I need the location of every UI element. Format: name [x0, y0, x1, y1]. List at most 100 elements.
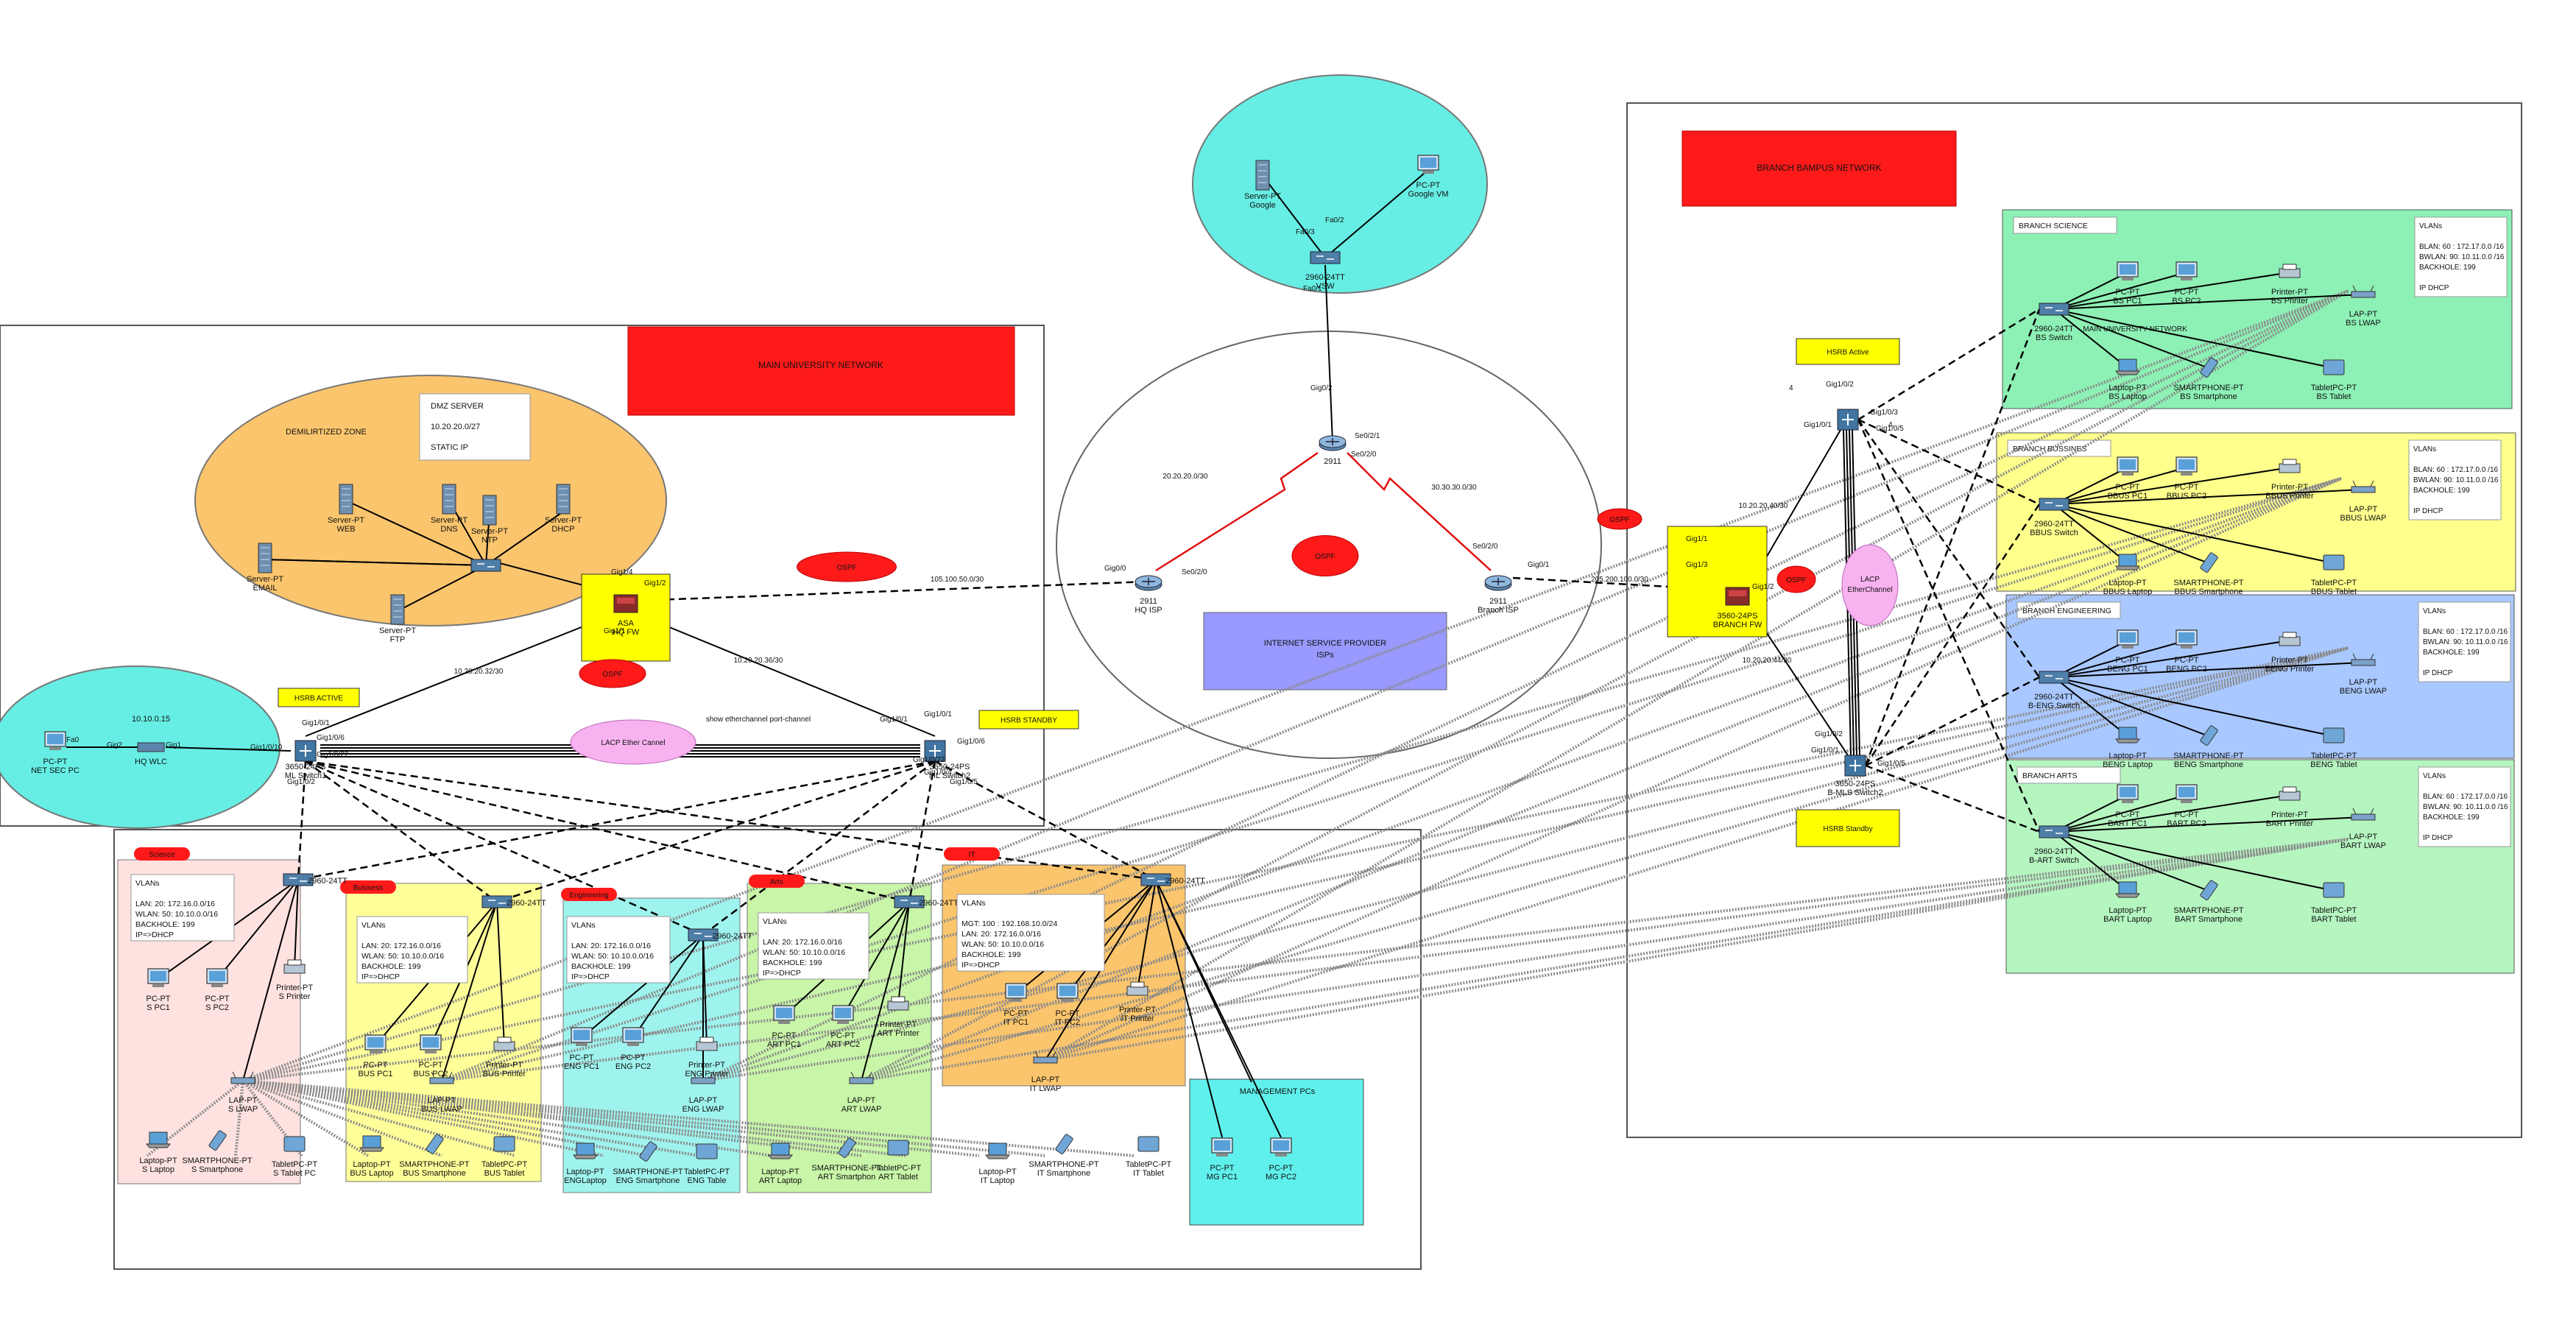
wireless-link — [242, 1079, 604, 1157]
access-switch-business[interactable]: 2960-24TT — [481, 895, 546, 908]
bsw-device-link — [2053, 831, 2128, 891]
bsw-device-link — [2053, 308, 2209, 369]
access-switch-it[interactable]: 2960-24TT — [1140, 873, 1205, 886]
access-switch-engineering[interactable]: 2960-24TT — [688, 928, 752, 942]
access-switch-arts[interactable]: 2960-24TT — [894, 895, 959, 908]
b-mls-switch1[interactable] — [1837, 409, 1859, 431]
isp-core-router[interactable]: 2911 — [1319, 435, 1347, 466]
dmz-switch[interactable] — [470, 559, 501, 572]
access-switch-science[interactable]: 2960-24TT — [283, 873, 347, 886]
hq-wlc[interactable] — [137, 742, 165, 752]
